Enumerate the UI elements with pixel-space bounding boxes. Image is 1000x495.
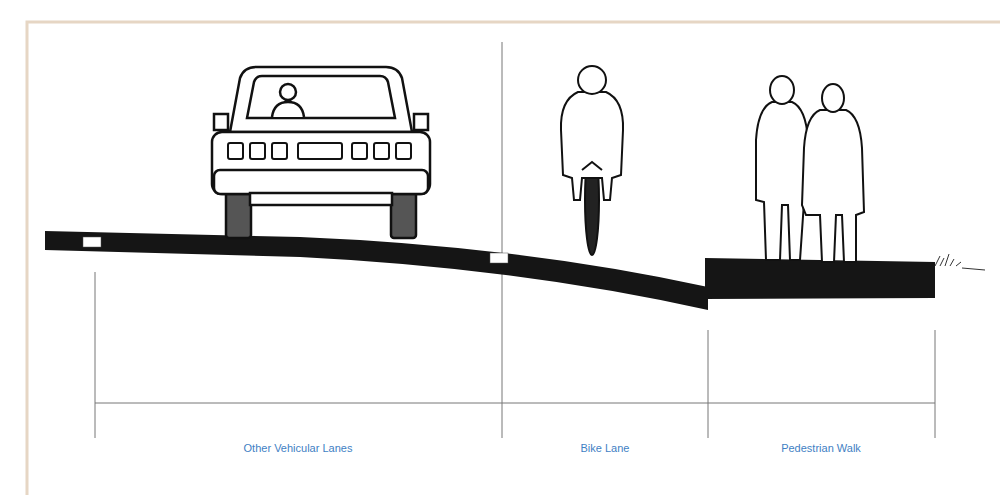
pedestrians bbox=[756, 76, 864, 262]
cyclist bbox=[561, 66, 623, 255]
section-label: Other Vehicular Lanes bbox=[244, 442, 353, 455]
frame bbox=[27, 22, 1000, 495]
grass bbox=[935, 254, 985, 270]
section-label: Pedestrian Walk bbox=[781, 442, 861, 455]
section-label: Bike Lane bbox=[581, 442, 630, 455]
car bbox=[212, 67, 430, 238]
